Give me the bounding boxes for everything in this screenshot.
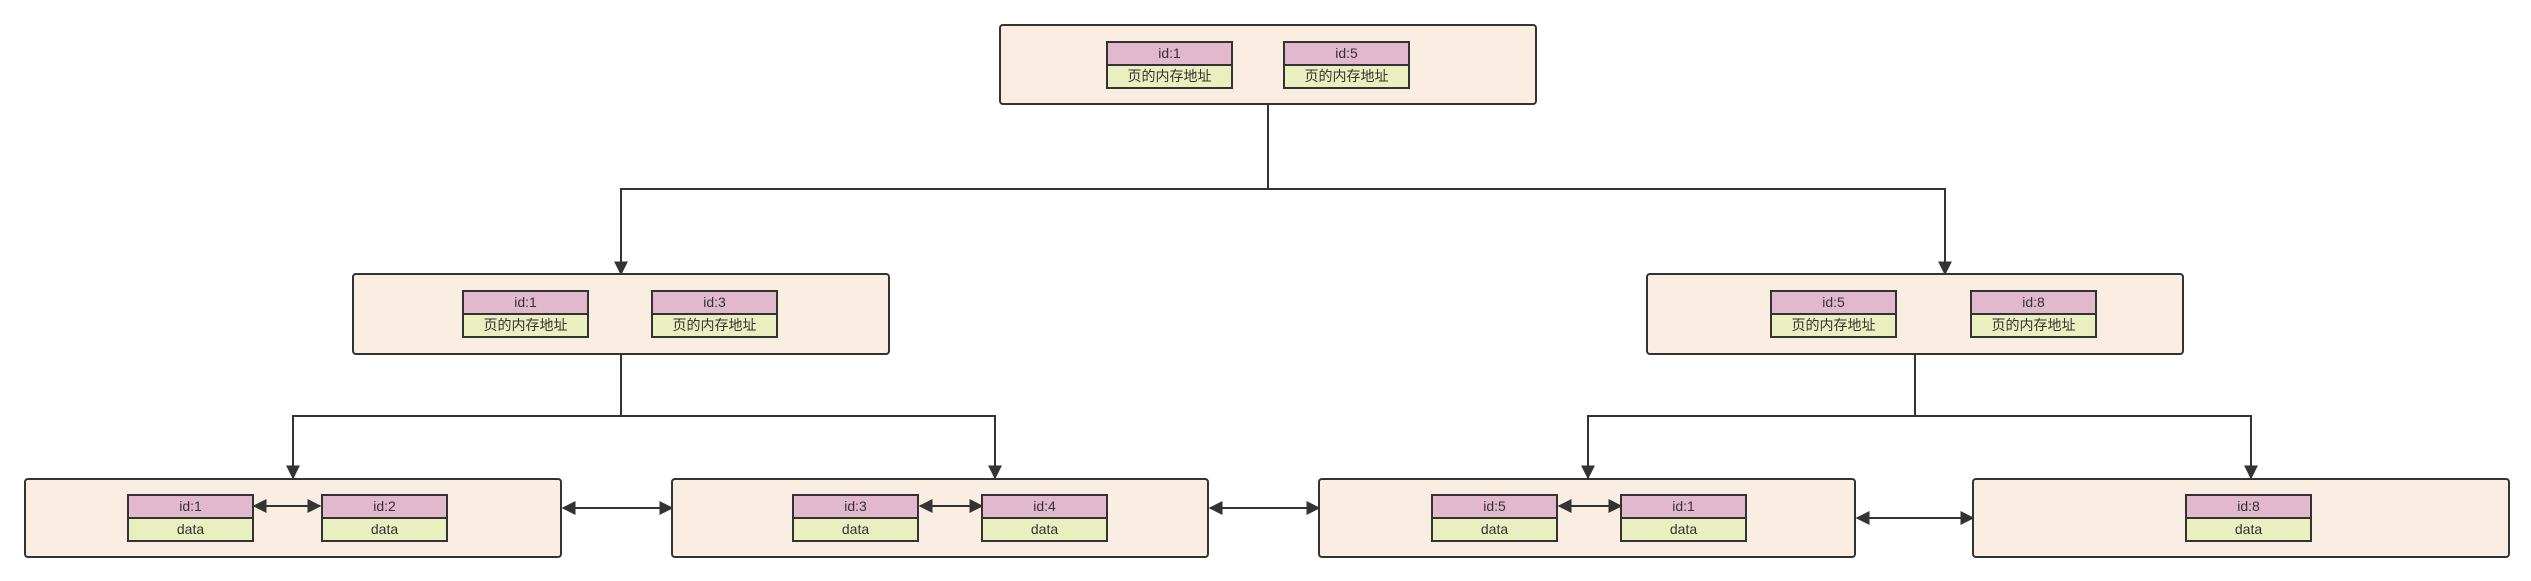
entry-value-label: data [1031, 521, 1058, 537]
entry-value-cell [1770, 313, 1897, 338]
entry-value-label: data [1481, 521, 1508, 537]
entry-value-cell [1283, 64, 1410, 89]
internal-node-left-box [352, 273, 890, 355]
edge-internal-right-to-leaf-4 [1915, 415, 2258, 480]
entry-value-cell [981, 517, 1108, 542]
entry: id:2 data [321, 494, 448, 542]
entry-value-cell [127, 517, 254, 542]
edge-internal-right-to-leaf-3 [1581, 354, 1916, 480]
edge-root-to-internal-left [614, 104, 1269, 276]
entry-key-label: id:1 [1158, 45, 1181, 61]
leaf-node-2-box [671, 478, 1209, 558]
entry-value-label: data [1670, 521, 1697, 537]
entry-value-label: 页的内存地址 [484, 317, 568, 333]
entry-value-label: data [177, 521, 204, 537]
entry-value-cell [462, 313, 589, 338]
entry-value-label: data [2235, 521, 2262, 537]
leaf-node-1-box [24, 478, 562, 558]
entry-value-label: 页的内存地址 [1305, 68, 1389, 84]
entry: id:8 页的内存地址 [1970, 290, 2097, 338]
entry-key-label: id:4 [1033, 498, 1056, 514]
leaf-node-4: id:8 data [1972, 478, 2510, 558]
leaf-node-2: id:3 data id:4 data [671, 478, 1209, 558]
entry-key-label: id:8 [2237, 498, 2260, 514]
leaf-node-3-box [1318, 478, 1856, 558]
entry-key-label: id:5 [1483, 498, 1506, 514]
entry: id:8 data [2185, 494, 2312, 542]
leaf-node-3: id:5 data id:1 data [1318, 478, 1856, 558]
entry-value-cell [1431, 517, 1558, 542]
root-node: id:1 页的内存地址 id:5 页的内存地址 [999, 24, 1537, 105]
entry-key-label: id:1 [1672, 498, 1695, 514]
entry-key-label: id:8 [2022, 294, 2045, 310]
entry-key-label: id:2 [373, 498, 396, 514]
entry: id:1 data [127, 494, 254, 542]
entry-value-cell [321, 517, 448, 542]
entry-value-cell [1106, 64, 1233, 89]
root-node-box [999, 24, 1537, 105]
internal-node-right-box [1646, 273, 2184, 355]
tree-edges [286, 104, 2258, 480]
edge-internal-left-to-leaf-1 [286, 354, 622, 480]
entry: id:1 data [1620, 494, 1747, 542]
entry-value-cell [1620, 517, 1747, 542]
entry-value-label: data [842, 521, 869, 537]
entry-key-label: id:5 [1335, 45, 1358, 61]
edge-internal-left-to-leaf-2 [621, 415, 1002, 480]
nodes-layer: id:1 页的内存地址 id:5 页的内存地址 id:1 页的内存地址 id:3 页的内存地址… [24, 24, 2510, 558]
entry-key-label: id:3 [703, 294, 726, 310]
entry: id:5 data [1431, 494, 1558, 542]
entry: id:4 data [981, 494, 1108, 542]
entry-key-label: id:3 [844, 498, 867, 514]
entry-key-label: id:5 [1822, 294, 1845, 310]
entry-value-label: data [371, 521, 398, 537]
entry-value-label: 页的内存地址 [1128, 68, 1212, 84]
entry-value-cell [651, 313, 778, 338]
entry: id:3 页的内存地址 [651, 290, 778, 338]
entry-value-label: 页的内存地址 [673, 317, 757, 333]
entry-value-label: 页的内存地址 [1992, 317, 2076, 333]
entry-value-label: 页的内存地址 [1792, 317, 1876, 333]
entry-value-cell [2185, 517, 2312, 542]
leaf-node-1: id:1 data id:2 data [24, 478, 562, 558]
entry-key-label: id:1 [514, 294, 537, 310]
internal-node-left: id:1 页的内存地址 id:3 页的内存地址 [352, 273, 890, 355]
entry: id:5 页的内存地址 [1283, 41, 1410, 89]
entry: id:3 data [792, 494, 919, 542]
internal-node-right: id:5 页的内存地址 id:8 页的内存地址 [1646, 273, 2184, 355]
entry-key-label: id:1 [179, 498, 202, 514]
entry: id:1 页的内存地址 [462, 290, 589, 338]
entry: id:1 页的内存地址 [1106, 41, 1233, 89]
leaf-sibling-links [561, 501, 1975, 525]
entry-value-cell [792, 517, 919, 542]
edge-root-to-internal-right [1268, 188, 1952, 276]
entry-value-cell [1970, 313, 2097, 338]
entry: id:5 页的内存地址 [1770, 290, 1897, 338]
